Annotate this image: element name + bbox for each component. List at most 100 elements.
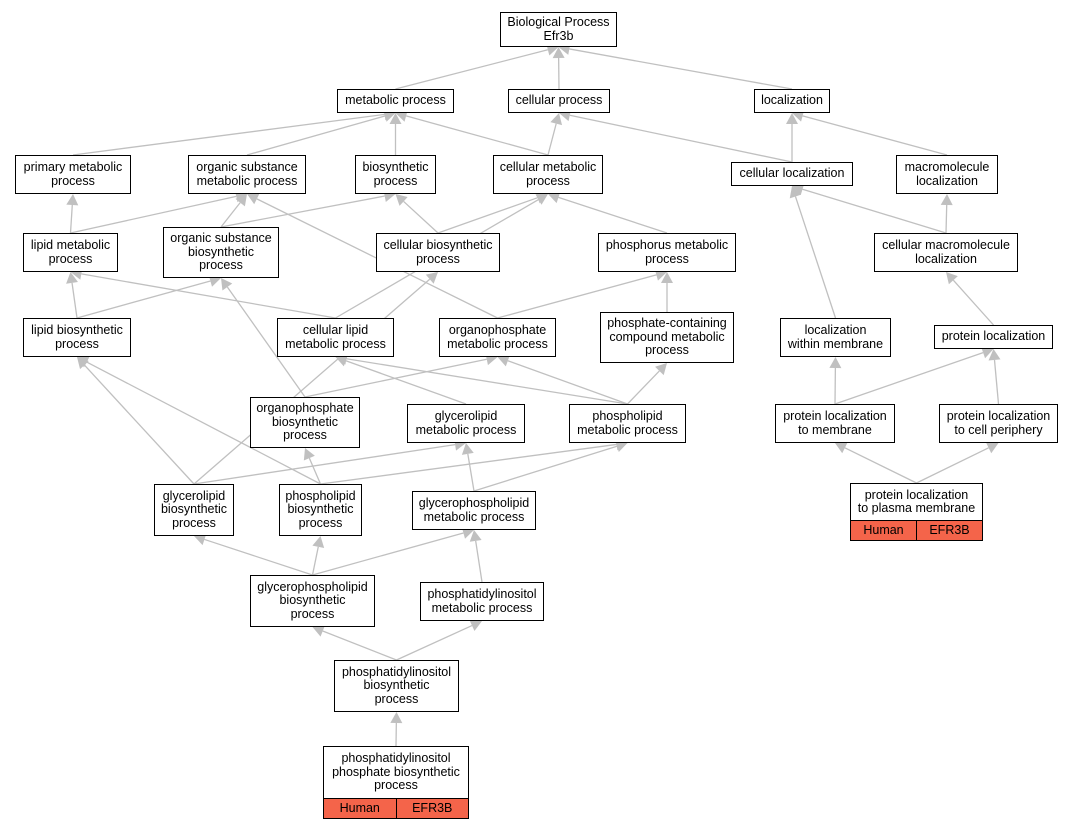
- edge-34: [627, 370, 660, 405]
- node-protein-localization-periphery[interactable]: protein localization to cell periphery: [939, 404, 1058, 443]
- edge-27: [794, 196, 837, 319]
- node-lipid-biosynthetic[interactable]: lipid biosynthetic process: [23, 318, 131, 357]
- edge-arrowhead: [829, 357, 842, 369]
- edge-arrowhead: [786, 113, 798, 124]
- edge-11: [69, 204, 73, 234]
- node-phosphatidylinositol-metabolic[interactable]: phosphatidylinositol metabolic process: [420, 582, 544, 621]
- node-label: glycerophospholipid metabolic process: [418, 496, 530, 524]
- node-phospholipid-metabolic[interactable]: phospholipid metabolic process: [569, 404, 686, 443]
- node-label: phosphatidylinositol phosphate biosynthe…: [332, 751, 460, 793]
- node-bp[interactable]: Biological Process Efr3b: [500, 12, 617, 47]
- edge-7: [547, 123, 557, 156]
- node-phosphate-containing[interactable]: phosphate-containing compound metabolic …: [600, 312, 734, 363]
- edge-arrowhead: [661, 272, 673, 283]
- node-organophosphate-metabolic[interactable]: organophosphate metabolic process: [439, 318, 556, 357]
- node-metabolic[interactable]: metabolic process: [337, 89, 454, 113]
- node-label: cellular macromolecule localization: [882, 238, 1010, 266]
- edge-33: [507, 360, 628, 405]
- edge-52: [322, 630, 397, 661]
- edge-arrowhead: [469, 530, 482, 542]
- edge-46: [844, 447, 917, 484]
- edge-arrowhead: [550, 113, 563, 126]
- node-primary-metabolic[interactable]: primary metabolic process: [15, 155, 131, 194]
- node-label: phospholipid biosynthetic process: [285, 488, 356, 530]
- node-label: cellular metabolic process: [499, 160, 597, 188]
- node-label: metabolic process: [345, 93, 446, 108]
- edge-arrowhead: [221, 278, 233, 291]
- node-label: organic substance metabolic process: [196, 160, 298, 188]
- node-biosynthetic[interactable]: biosynthetic process: [355, 155, 436, 194]
- node-pip-biosynthetic[interactable]: phosphatidylinositol phosphate biosynthe…: [323, 746, 469, 819]
- edge-25: [497, 274, 657, 319]
- node-cellular[interactable]: cellular process: [508, 89, 610, 113]
- edge-arrowhead: [469, 620, 482, 632]
- edge-8: [569, 114, 793, 163]
- edge-arrowhead: [66, 272, 78, 284]
- node-phosphorus-metabolic[interactable]: phosphorus metabolic process: [598, 233, 736, 272]
- node-cellular-lipid-metabolic[interactable]: cellular lipid metabolic process: [277, 318, 394, 357]
- edge-44: [467, 453, 475, 492]
- edge-arrowhead: [383, 110, 396, 122]
- edge-arrowhead: [77, 356, 90, 368]
- node-label: cellular lipid metabolic process: [285, 323, 386, 351]
- edge-43: [320, 443, 617, 485]
- edge-36: [834, 351, 984, 405]
- node-phospholipid-biosynthetic[interactable]: phospholipid biosynthetic process: [279, 484, 362, 536]
- node-macromolecule-localization[interactable]: macromolecule localization: [896, 155, 998, 194]
- edge-15: [403, 200, 439, 234]
- node-label: phospholipid metabolic process: [577, 409, 678, 437]
- edge-arrowhead: [66, 194, 79, 206]
- edge-arrowhead: [247, 193, 260, 205]
- node-label: organophosphate metabolic process: [447, 323, 548, 351]
- node-cellular-macromolecule-localization[interactable]: cellular macromolecule localization: [874, 233, 1018, 272]
- edge-10: [802, 115, 948, 156]
- edge-28: [952, 279, 994, 326]
- edge-41: [86, 361, 321, 485]
- node-organophosphate-biosynthetic[interactable]: organophosphate biosynthetic process: [250, 397, 360, 448]
- node-phosphatidylinositol-biosynthetic[interactable]: phosphatidylinositol biosynthetic proces…: [334, 660, 459, 712]
- node-organic-substance-metabolic[interactable]: organic substance metabolic process: [188, 155, 306, 194]
- edge-40: [193, 443, 456, 485]
- node-protein-localization-membrane[interactable]: protein localization to membrane: [775, 404, 895, 443]
- node-cellular-biosynthetic[interactable]: cellular biosynthetic process: [376, 233, 500, 272]
- node-lipid-metabolic[interactable]: lipid metabolic process: [23, 233, 118, 272]
- edge-arrowhead: [981, 346, 994, 359]
- edge-51: [475, 540, 483, 583]
- edge-19: [945, 204, 948, 234]
- edge-arrowhead: [389, 113, 402, 124]
- node-cellular-localization[interactable]: cellular localization: [731, 162, 853, 186]
- edge-2: [569, 48, 793, 90]
- node-cellular-metabolic[interactable]: cellular metabolic process: [493, 155, 603, 194]
- node-label: lipid metabolic process: [30, 238, 111, 266]
- node-label: biosynthetic process: [362, 160, 429, 188]
- edge-49: [311, 546, 319, 576]
- edge-6: [405, 115, 549, 156]
- edge-arrowhead: [303, 448, 315, 461]
- node-organic-substance-biosynthetic[interactable]: organic substance biosynthetic process: [163, 227, 279, 278]
- node-glycerolipid-biosynthetic[interactable]: glycerolipid biosynthetic process: [154, 484, 234, 536]
- edge-arrowhead: [194, 533, 207, 546]
- node-label: glycerophospholipid biosynthetic process: [257, 579, 368, 621]
- node-label: protein localization to cell periphery: [946, 409, 1051, 437]
- edge-45: [473, 445, 618, 492]
- node-label: macromolecule localization: [904, 160, 990, 188]
- node-glycerophospholipid-biosynthetic[interactable]: glycerophospholipid biosynthetic process: [250, 575, 375, 627]
- node-localization-within-membrane[interactable]: localization within membrane: [780, 318, 891, 357]
- species-tag: Human: [851, 521, 916, 540]
- edge-50: [312, 532, 464, 576]
- edge-47: [916, 447, 989, 484]
- node-protein-localization[interactable]: protein localization: [934, 325, 1053, 349]
- edge-18: [802, 188, 947, 234]
- node-localization[interactable]: localization: [754, 89, 830, 113]
- node-label: glycerolipid biosynthetic process: [160, 488, 227, 530]
- node-glycerophospholipid-metabolic[interactable]: glycerophospholipid metabolic process: [412, 491, 536, 530]
- node-label: glycerolipid metabolic process: [415, 409, 517, 437]
- node-glycerolipid-metabolic[interactable]: glycerolipid metabolic process: [407, 404, 525, 443]
- node-label: lipid biosynthetic process: [31, 323, 123, 351]
- edge-13: [220, 202, 241, 228]
- node-label: localization: [761, 93, 823, 108]
- edge-17: [558, 196, 668, 234]
- edge-42: [308, 457, 322, 485]
